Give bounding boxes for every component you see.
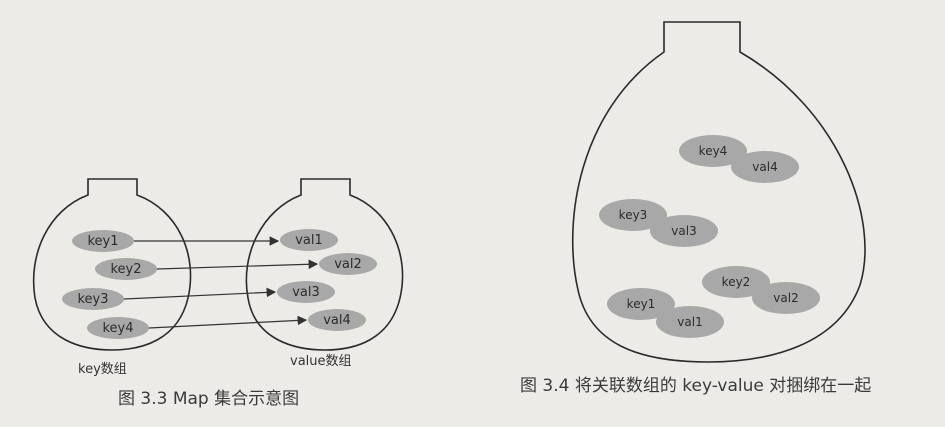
- mapping-arrow: [123, 287, 277, 300]
- value-array-jar: [245, 178, 404, 351]
- pair-key-label: key3: [619, 208, 648, 222]
- value-oval: [280, 229, 338, 251]
- pair-key-oval: [599, 199, 667, 231]
- pair-key-oval: [607, 288, 675, 320]
- figure-3-4-caption: 图 3.4 将关联数组的 key-value 对捆绑在一起: [520, 376, 871, 396]
- value-label: val2: [334, 257, 362, 272]
- key-array-label: key数组: [78, 362, 127, 377]
- key-oval: [72, 230, 134, 252]
- key-label: key2: [110, 262, 141, 277]
- key-oval: [95, 258, 157, 280]
- key-label: key4: [102, 321, 133, 336]
- value-oval: [319, 253, 377, 275]
- pair-value-oval: [731, 151, 799, 183]
- value-label: val3: [292, 285, 320, 300]
- pair-key-label: key4: [699, 144, 728, 158]
- pair-key-oval: [702, 266, 770, 298]
- mapping-arrow: [156, 259, 319, 270]
- value-array-label: value数组: [290, 354, 352, 369]
- key-oval: [62, 288, 124, 310]
- pair-value-label: val4: [752, 160, 777, 174]
- pair-value-label: val1: [677, 315, 702, 329]
- key-label: key1: [87, 234, 118, 249]
- pair-key-oval: [679, 135, 747, 167]
- pair-key-label: key1: [627, 297, 656, 311]
- value-oval: [277, 281, 335, 303]
- pair-value-oval: [656, 306, 724, 338]
- pair-value-label: val2: [773, 291, 798, 305]
- figure-3-3-caption: 图 3.3 Map 集合示意图: [118, 389, 299, 409]
- mapping-arrow: [148, 315, 308, 329]
- key-oval: [87, 317, 149, 339]
- key-label: key3: [77, 292, 108, 307]
- pair-key-label: key2: [722, 275, 751, 289]
- pair-value-oval: [650, 215, 718, 247]
- value-label: val4: [323, 313, 351, 328]
- value-oval: [308, 309, 366, 331]
- value-label: val1: [295, 233, 323, 248]
- pair-value-oval: [752, 282, 820, 314]
- pair-value-label: val3: [671, 224, 696, 238]
- key-value-jar: [571, 21, 866, 363]
